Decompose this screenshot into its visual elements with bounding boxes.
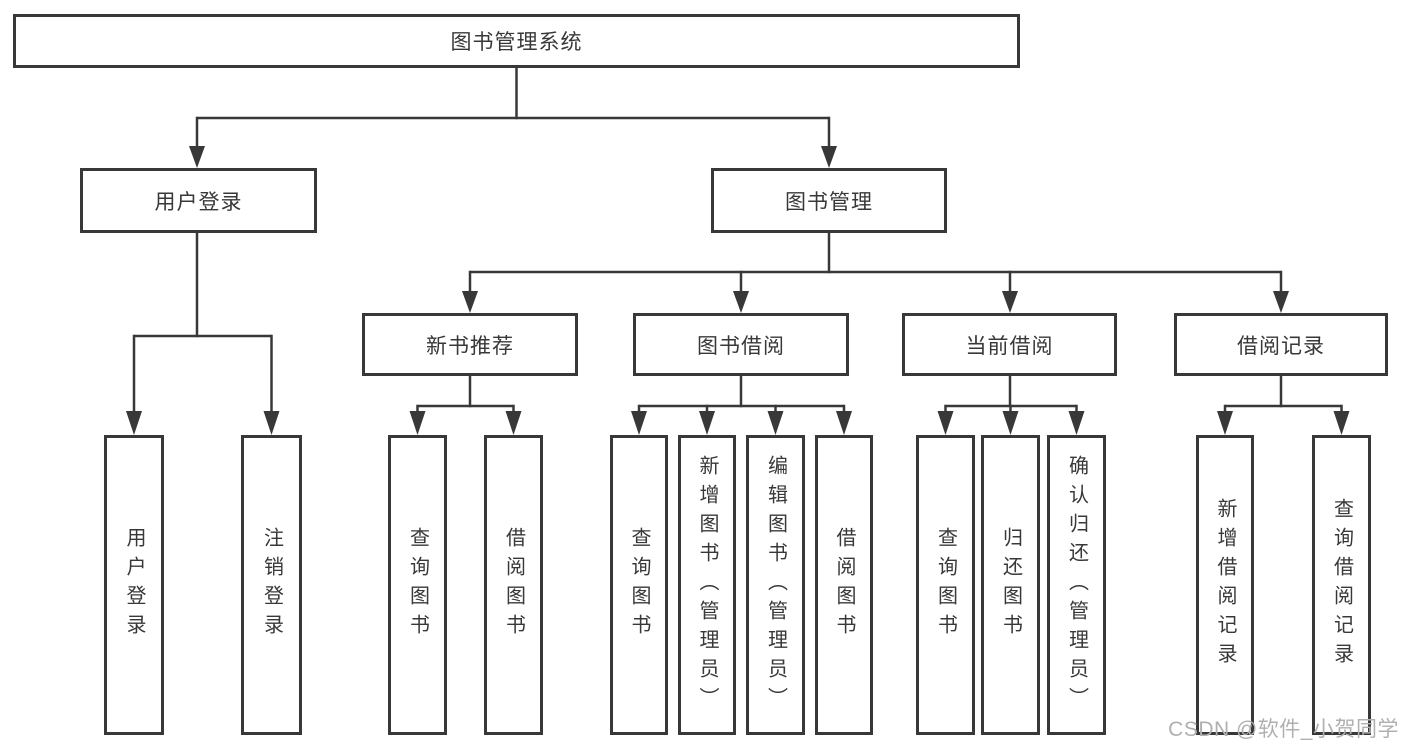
node-user-login: 用户登录 bbox=[80, 168, 317, 233]
leaf-query-books-current: 查询图书 bbox=[916, 435, 975, 735]
node-label: 借阅图书 bbox=[833, 527, 855, 643]
node-book-borrowing: 图书借阅 bbox=[633, 313, 849, 376]
node-label: 归还图书 bbox=[999, 527, 1022, 643]
leaf-query-borrowing-record: 查询借阅记录 bbox=[1312, 435, 1371, 735]
edge-book-borrowing-to-leaves bbox=[631, 374, 852, 435]
node-label: 查询图书 bbox=[406, 527, 429, 643]
leaf-query-books-recommendation: 查询图书 bbox=[388, 435, 447, 735]
leaf-edit-book-admin: 编辑图书（管理员） bbox=[746, 435, 805, 735]
leaf-return-books: 归还图书 bbox=[981, 435, 1040, 735]
leaf-user-login: 用户登录 bbox=[104, 435, 164, 735]
node-label: 编辑图书（管理员） bbox=[764, 454, 787, 716]
node-label: 查询图书 bbox=[934, 527, 957, 643]
node-label: 新书推荐 bbox=[426, 334, 514, 358]
node-label: 图书借阅 bbox=[697, 334, 785, 358]
node-new-book-recommendation: 新书推荐 bbox=[362, 313, 578, 376]
csdn-watermark: CSDN @软件_小贺同学 bbox=[1168, 718, 1399, 741]
leaf-borrow-books-borrowing: 借阅图书 bbox=[815, 435, 873, 735]
leaf-borrow-books-recommendation: 借阅图书 bbox=[484, 435, 543, 735]
edge-user-login-to-leaves bbox=[126, 231, 280, 435]
node-label: 借阅图书 bbox=[502, 527, 525, 643]
node-label: 查询借阅记录 bbox=[1330, 498, 1353, 672]
node-label: 新增借阅记录 bbox=[1214, 498, 1236, 672]
node-label: 查询图书 bbox=[628, 527, 650, 643]
leaf-query-books-borrowing: 查询图书 bbox=[610, 435, 668, 735]
leaf-logout: 注销登录 bbox=[241, 435, 302, 735]
node-label: 用户登录 bbox=[123, 527, 145, 643]
node-label: 借阅记录 bbox=[1237, 334, 1325, 358]
node-label: 注销登录 bbox=[260, 527, 283, 643]
edge-borrowing-records-to-leaves bbox=[1217, 374, 1350, 435]
node-book-management: 图书管理 bbox=[711, 168, 947, 233]
node-label: 确认归还（管理员） bbox=[1065, 454, 1088, 716]
leaf-add-borrowing-record: 新增借阅记录 bbox=[1196, 435, 1254, 735]
edge-book-management-to-level3 bbox=[462, 231, 1289, 313]
node-label: 当前借阅 bbox=[965, 334, 1054, 358]
node-label: 用户登录 bbox=[154, 190, 243, 214]
node-current-borrowing: 当前借阅 bbox=[902, 313, 1117, 376]
node-label: 新增图书（管理员） bbox=[696, 454, 718, 716]
edge-new-book-recommendation-to-leaves bbox=[409, 374, 522, 435]
edge-root-to-level2 bbox=[189, 66, 837, 168]
leaf-add-book-admin: 新增图书（管理员） bbox=[678, 435, 736, 735]
edge-current-borrowing-to-leaves bbox=[937, 374, 1085, 435]
node-label: 图书管理系统 bbox=[450, 31, 583, 54]
node-borrowing-records: 借阅记录 bbox=[1174, 313, 1388, 376]
node-label: 图书管理 bbox=[785, 190, 873, 214]
leaf-confirm-return-admin: 确认归还（管理员） bbox=[1047, 435, 1106, 735]
node-library-management-system: 图书管理系统 bbox=[13, 14, 1020, 68]
